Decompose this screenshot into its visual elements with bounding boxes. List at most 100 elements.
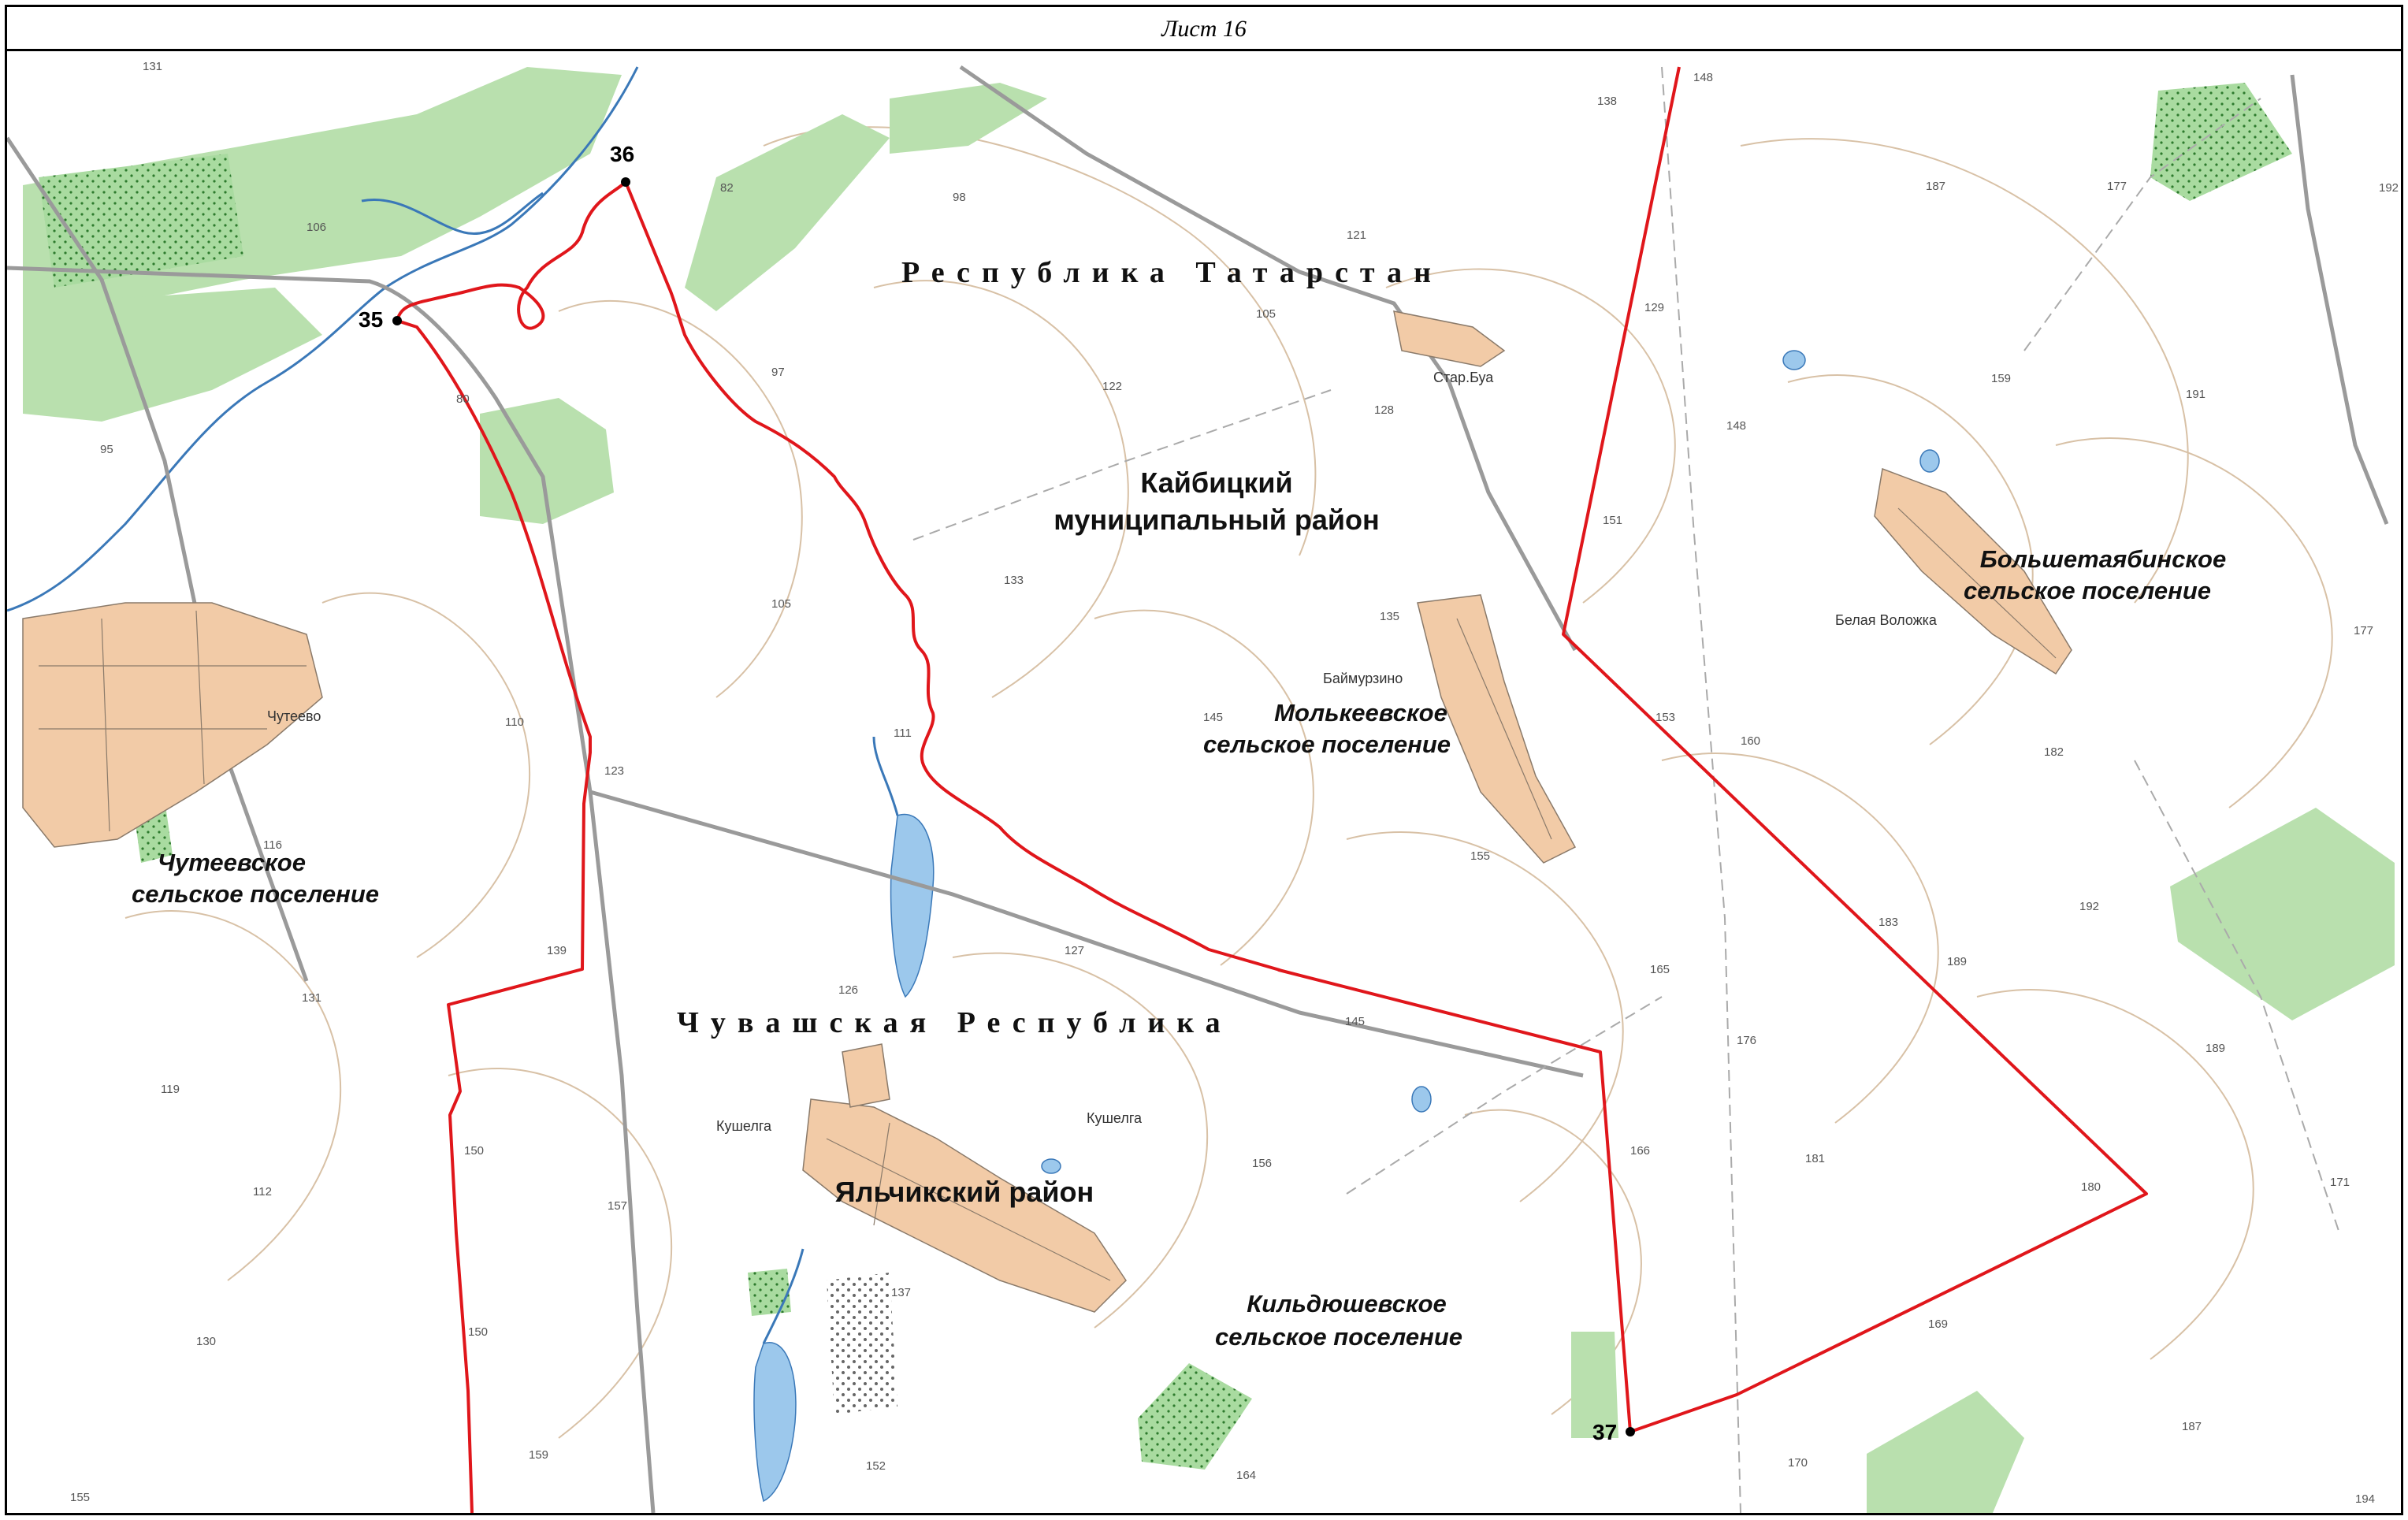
boundary-point-37: 37 — [1592, 1420, 1635, 1444]
svg-text:151: 151 — [1603, 514, 1622, 527]
svg-text:121: 121 — [1347, 229, 1366, 242]
svg-text:127: 127 — [1065, 944, 1084, 957]
svg-text:139: 139 — [547, 944, 567, 957]
svg-text:82: 82 — [720, 181, 734, 195]
svg-text:116: 116 — [263, 838, 282, 852]
settlement-label-molkeevskoe: Молькеевское — [1274, 699, 1447, 727]
settlement-label-molkeevskoe-line2: сельское поселение — [1203, 730, 1451, 758]
boundary-point-35: 35 — [359, 307, 402, 332]
village-label: Стар.Буа — [1433, 370, 1494, 385]
svg-text:145: 145 — [1203, 711, 1223, 724]
region-label-chuvashia: Чувашская Республика — [677, 1006, 1232, 1039]
svg-text:123: 123 — [604, 764, 624, 778]
rivers — [7, 66, 899, 1344]
svg-text:105: 105 — [771, 597, 791, 611]
svg-text:183: 183 — [1878, 916, 1898, 929]
svg-text:129: 129 — [1644, 301, 1664, 314]
settlement-label-kildyushevskoe: Кильдюшевское — [1247, 1290, 1447, 1317]
village-label: Белая Воложка — [1835, 612, 1938, 628]
svg-text:148: 148 — [1693, 71, 1713, 84]
contour-lines — [124, 126, 2333, 1439]
svg-text:171: 171 — [2330, 1176, 2350, 1189]
roads — [7, 65, 2389, 1513]
svg-text:126: 126 — [838, 983, 858, 997]
svg-text:182: 182 — [2044, 745, 2064, 759]
svg-text:164: 164 — [1236, 1469, 1256, 1482]
svg-text:150: 150 — [464, 1144, 484, 1158]
svg-text:177: 177 — [2107, 180, 2127, 193]
svg-text:176: 176 — [1737, 1034, 1756, 1047]
map-canvas: 35 36 37 Республика Татарстан Чувашская … — [7, 60, 2399, 1513]
svg-text:137: 137 — [891, 1286, 911, 1299]
svg-text:159: 159 — [529, 1448, 548, 1462]
village-label: Кушелга — [1087, 1110, 1143, 1126]
svg-text:119: 119 — [161, 1083, 180, 1096]
svg-text:157: 157 — [608, 1199, 627, 1213]
settlement-label-chuteevskoe: Чутеевское — [158, 849, 306, 876]
svg-text:97: 97 — [771, 366, 785, 379]
svg-text:192: 192 — [2379, 181, 2399, 195]
svg-text:166: 166 — [1630, 1144, 1650, 1158]
svg-text:133: 133 — [1004, 574, 1024, 587]
svg-text:155: 155 — [70, 1491, 90, 1504]
svg-text:156: 156 — [1252, 1157, 1272, 1170]
settlement-label-chuteevskoe-line2: сельское поселение — [132, 880, 379, 908]
svg-text:153: 153 — [1656, 711, 1675, 724]
svg-text:189: 189 — [1947, 955, 1967, 968]
svg-text:122: 122 — [1102, 380, 1122, 393]
svg-text:98: 98 — [953, 191, 966, 204]
svg-text:177: 177 — [2354, 624, 2373, 637]
svg-text:148: 148 — [1726, 419, 1746, 433]
settlement-label-bolshetayabinskoe-line2: сельское поселение — [1964, 577, 2211, 604]
svg-text:131: 131 — [143, 60, 162, 73]
svg-text:145: 145 — [1345, 1015, 1365, 1028]
svg-text:155: 155 — [1470, 849, 1490, 863]
district-label-yalchiksky: Яльчикский район — [835, 1176, 1094, 1208]
settlement-streets — [39, 507, 2057, 1281]
boundary-point-label: 35 — [359, 307, 383, 332]
svg-text:131: 131 — [302, 991, 321, 1005]
village-label: Баймурзино — [1323, 671, 1403, 686]
svg-text:181: 181 — [1805, 1152, 1825, 1165]
svg-text:187: 187 — [1926, 180, 1945, 193]
svg-text:105: 105 — [1256, 307, 1276, 321]
map-sheet-frame: Лист 16 — [5, 5, 2403, 1515]
village-label: Кушелга — [716, 1118, 772, 1134]
svg-text:169: 169 — [1928, 1317, 1948, 1331]
boundary-point-label: 37 — [1592, 1420, 1617, 1444]
svg-text:187: 187 — [2182, 1420, 2202, 1433]
forest-areas — [23, 67, 2395, 1513]
settlement-blocks — [22, 310, 2072, 1313]
village-label: Чутеево — [267, 708, 321, 724]
svg-text:150: 150 — [468, 1325, 488, 1339]
elevation-marks: 131 106 82 98 148 138 187 177 192 121 10… — [70, 60, 2399, 1506]
boundary-point-36: 36 — [610, 142, 634, 187]
svg-text:192: 192 — [2079, 900, 2099, 913]
svg-text:170: 170 — [1788, 1456, 1808, 1470]
svg-text:112: 112 — [253, 1185, 272, 1199]
settlement-label-kildyushevskoe-line2: сельское поселение — [1215, 1323, 1462, 1351]
svg-text:111: 111 — [894, 727, 912, 740]
svg-text:80: 80 — [456, 392, 470, 406]
svg-text:135: 135 — [1380, 610, 1399, 623]
svg-text:160: 160 — [1741, 734, 1760, 748]
svg-text:95: 95 — [100, 443, 113, 456]
svg-text:191: 191 — [2186, 388, 2205, 401]
svg-text:138: 138 — [1597, 95, 1617, 108]
boundary-point-label: 36 — [610, 142, 634, 166]
dirt-roads — [912, 66, 2340, 1513]
svg-text:130: 130 — [196, 1335, 216, 1348]
svg-text:106: 106 — [307, 221, 326, 234]
svg-text:189: 189 — [2205, 1042, 2225, 1055]
district-label-kaybitsky: Кайбицкий — [1140, 466, 1292, 499]
water-bodies — [753, 350, 1940, 1503]
district-label-kaybitsky-line2: муниципальный район — [1054, 504, 1380, 536]
svg-text:180: 180 — [2081, 1180, 2101, 1194]
svg-text:128: 128 — [1374, 403, 1394, 417]
svg-text:194: 194 — [2355, 1492, 2375, 1506]
region-label-tatarstan: Республика Татарстан — [901, 256, 1443, 289]
svg-text:165: 165 — [1650, 963, 1670, 976]
settlement-label-bolshetayabinskoe: Большетаябинское — [1980, 545, 2226, 573]
svg-text:152: 152 — [866, 1459, 886, 1473]
svg-text:159: 159 — [1991, 372, 2011, 385]
